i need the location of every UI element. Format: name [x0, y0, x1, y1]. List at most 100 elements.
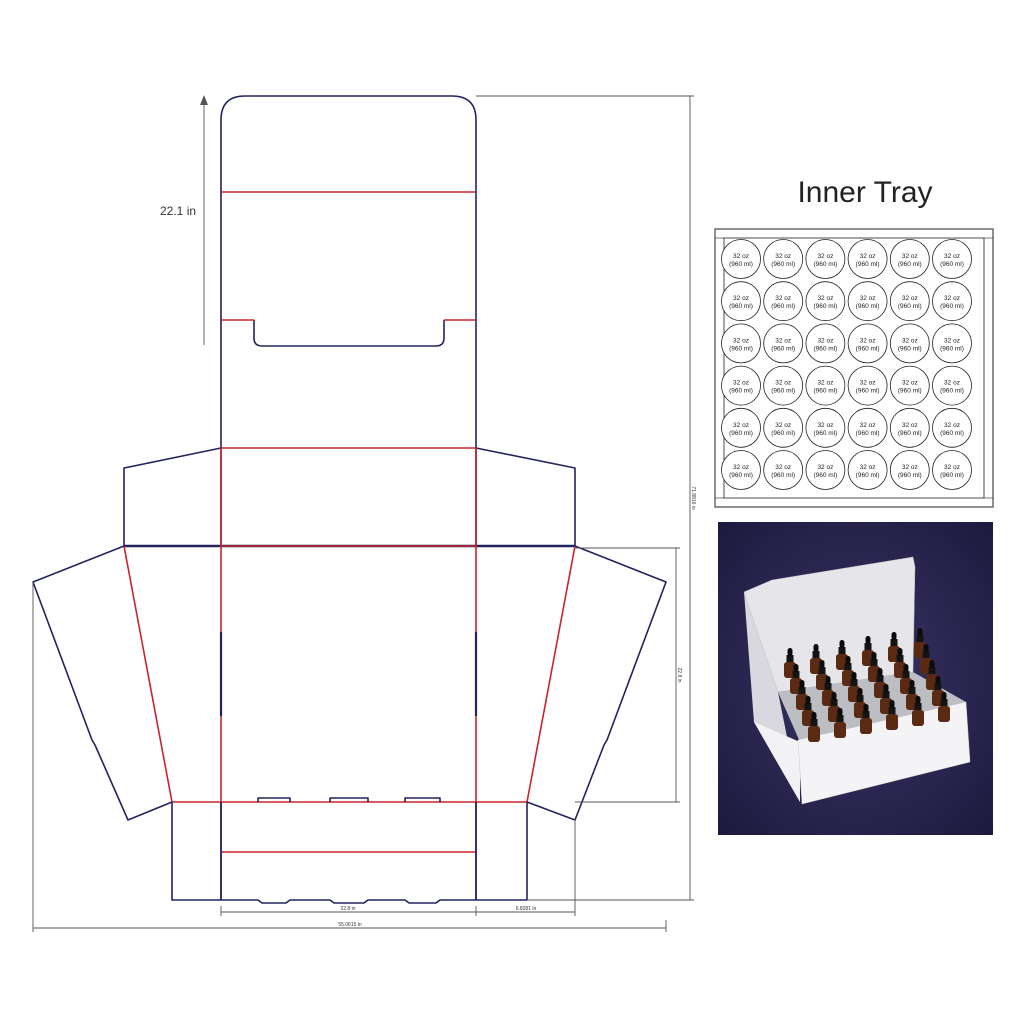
tray-cell-size-label: 32 oz [775, 422, 791, 429]
dropper-bulb [929, 660, 935, 668]
tray-cell-size-label: 32 oz [902, 295, 918, 302]
dropper-bulb [903, 664, 909, 672]
tray-cell-circle [805, 407, 846, 448]
tray-cell-size-label: 32 oz [817, 295, 833, 302]
tray-cell-circle [721, 323, 761, 364]
bottle-cap [896, 655, 904, 662]
bottle-cap [902, 671, 910, 678]
bottle-cap [888, 707, 896, 714]
tray-cell-size-label: 32 oz [944, 380, 960, 387]
dim-label-total-height: 71.8816 in [690, 486, 696, 510]
tray-cell-volume-label: (960 ml) [940, 303, 964, 310]
bottle-body [886, 714, 898, 730]
tray-cell-size-label: 32 oz [944, 464, 960, 471]
dropper-bulb [811, 712, 817, 720]
tray-cell-size-label: 32 oz [902, 464, 918, 471]
tray-cell-volume-label: (960 ml) [856, 430, 880, 437]
tray-cell-circle [889, 239, 930, 279]
bottle-group [784, 628, 950, 742]
tray-cell-volume-label: (960 ml) [940, 345, 964, 352]
tray-cell-circle [932, 365, 972, 406]
dropper-bulb [863, 704, 869, 712]
bottle-cap [836, 715, 844, 722]
tray-cell-volume-label: (960 ml) [729, 345, 753, 352]
bottle-cap [850, 679, 858, 686]
tray-cell-size-label: 32 oz [775, 380, 791, 387]
bottle-cap [818, 667, 826, 674]
tray-cell-circle [805, 323, 846, 364]
tray-cell-size-label: 32 oz [944, 337, 960, 344]
dropper-bulb [915, 696, 921, 704]
dropper-bulb [793, 664, 799, 672]
tray-cell-volume-label: (960 ml) [856, 303, 880, 310]
dropper-bulb [813, 644, 819, 652]
tray-cell-circle [847, 323, 888, 364]
tray-cell-size-label: 32 oz [902, 422, 918, 429]
tray-cell-volume-label: (960 ml) [813, 261, 837, 268]
dropper-bulb [877, 668, 883, 676]
dropper-bulb [851, 672, 857, 680]
tray-cell-size-label: 32 oz [944, 422, 960, 429]
tray-cell-size-label: 32 oz [733, 253, 749, 260]
dropper-bulb [871, 652, 877, 660]
dim-label-top-height: 22.1 in [160, 204, 196, 218]
tray-cell-volume-label: (960 ml) [729, 472, 753, 479]
bottle-cap [864, 643, 872, 650]
dropper-bulb [845, 656, 851, 664]
tray-cell-circle [763, 239, 804, 279]
tray-cell-volume-label: (960 ml) [771, 388, 795, 395]
tray-cell-volume-label: (960 ml) [771, 261, 795, 268]
tray-cell-size-label: 32 oz [944, 253, 960, 260]
tray-cell-circle [721, 407, 761, 448]
tray-cell-size-label: 32 oz [860, 464, 876, 471]
tray-cell-circle [763, 365, 804, 406]
tray-cell-size-label: 32 oz [902, 253, 918, 260]
tray-cell-volume-label: (960 ml) [813, 472, 837, 479]
bottle-cap [890, 639, 898, 646]
tray-cell-size-label: 32 oz [817, 464, 833, 471]
tray-cell-volume-label: (960 ml) [813, 430, 837, 437]
tray-cell-size-label: 32 oz [775, 337, 791, 344]
top-tuck-flap-outline [220, 95, 477, 546]
bottle-cap [934, 683, 942, 690]
bottle-cap [940, 699, 948, 706]
bottle-cap [882, 691, 890, 698]
bottle-cap [876, 675, 884, 682]
tray-cell-circle [932, 450, 972, 490]
tray-cell-circle [889, 407, 930, 448]
left-dust-flap [123, 447, 222, 547]
tray-cell-circle [763, 450, 804, 490]
dim-label-side-height: 22.8 in [676, 667, 682, 682]
tray-cell-size-label: 32 oz [860, 337, 876, 344]
tray-cell-grid: 32 oz(960 ml)32 oz(960 ml)32 oz(960 ml)3… [721, 239, 972, 490]
dropper-bulb [909, 680, 915, 688]
bottle-cap [856, 695, 864, 702]
dim-label-front-width: 22.8 in [340, 906, 355, 912]
tray-cell-circle [932, 323, 972, 364]
bottle-cap [792, 671, 800, 678]
dropper-bulb [865, 636, 871, 644]
bottle-cap [838, 647, 846, 654]
fold-line-left-side [123, 545, 173, 803]
dropper-bulb [891, 632, 897, 640]
tray-cell-circle [847, 281, 888, 322]
tray-cell-volume-label: (960 ml) [940, 388, 964, 395]
tray-cell-volume-label: (960 ml) [940, 430, 964, 437]
tray-cell-volume-label: (960 ml) [898, 261, 922, 268]
tray-cell-circle [889, 281, 930, 322]
tray-cell-circle [805, 281, 846, 322]
inner-tray-title: Inner Tray [797, 176, 933, 209]
dropper-bulb [923, 644, 929, 652]
tray-cell-volume-label: (960 ml) [813, 345, 837, 352]
handle-cutout [253, 320, 445, 347]
bottle-cap [786, 655, 794, 662]
tray-cell-volume-label: (960 ml) [813, 303, 837, 310]
tray-cell-size-label: 32 oz [817, 380, 833, 387]
bottle-cap [862, 711, 870, 718]
tray-cell-circle [847, 239, 888, 279]
dropper-bulb [897, 648, 903, 656]
tray-cell-size-label: 32 oz [902, 337, 918, 344]
tray-cell-circle [932, 407, 972, 448]
tray-cell-size-label: 32 oz [733, 464, 749, 471]
dropper-bulb [799, 680, 805, 688]
